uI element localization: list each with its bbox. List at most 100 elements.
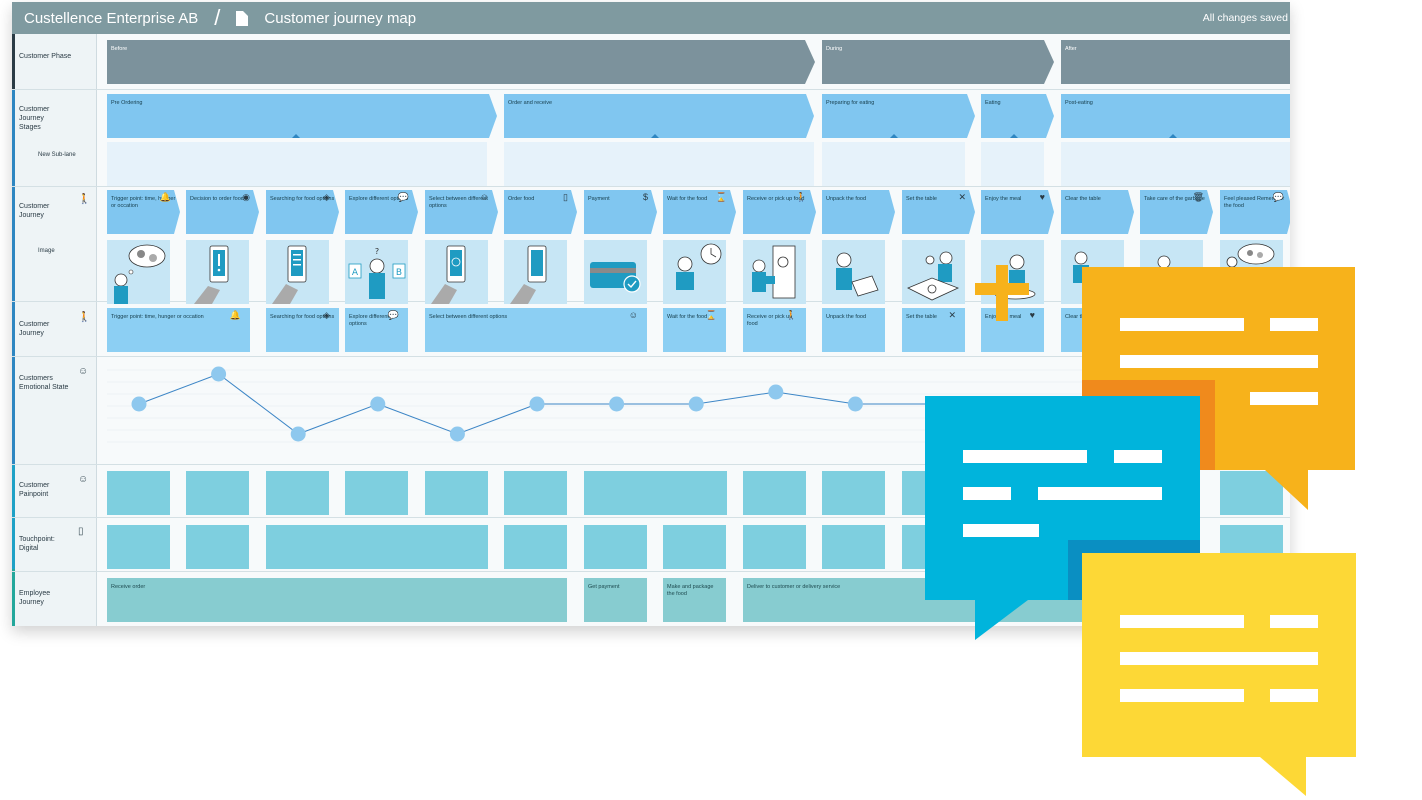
sublane-box[interactable] bbox=[822, 142, 965, 186]
illustration-unpack-food[interactable] bbox=[822, 240, 885, 304]
illustration-garbage[interactable] bbox=[1140, 240, 1203, 304]
journey-card[interactable]: Decision to order food◉ bbox=[186, 190, 259, 234]
company-name[interactable]: Custellence Enterprise AB bbox=[24, 9, 199, 27]
painpoint-card[interactable] bbox=[186, 471, 249, 515]
journey-card[interactable]: Select between different options☺ bbox=[425, 190, 498, 234]
journey-card[interactable]: Receive or pick up food🚶 bbox=[743, 190, 816, 234]
touchpoint-card[interactable] bbox=[266, 525, 488, 569]
phase-card[interactable]: During bbox=[822, 40, 1054, 84]
emotion-point[interactable] bbox=[768, 384, 784, 400]
journey2-card[interactable]: Set the table✕ bbox=[902, 308, 965, 352]
touchpoint-card[interactable] bbox=[1220, 525, 1283, 569]
lane-label-touchpoint[interactable]: Touchpoint: Digital bbox=[19, 536, 55, 552]
illustration-enjoy-meal[interactable] bbox=[981, 240, 1044, 304]
illustration-phone-list[interactable] bbox=[266, 240, 329, 304]
emotion-point[interactable] bbox=[847, 396, 863, 412]
illustration-phone-select[interactable] bbox=[425, 240, 488, 304]
emotion-point[interactable] bbox=[449, 426, 465, 442]
touchpoint-card[interactable] bbox=[663, 525, 726, 569]
stage-card[interactable]: Preparing for eating bbox=[822, 94, 975, 138]
journey-card[interactable]: Feel pleased Remember the food💬 bbox=[1220, 190, 1290, 234]
emotion-point[interactable] bbox=[529, 396, 545, 412]
touchpoint-card[interactable] bbox=[743, 525, 806, 569]
emotion-point[interactable] bbox=[211, 366, 227, 382]
painpoint-card[interactable] bbox=[1220, 471, 1283, 515]
painpoint-card[interactable] bbox=[266, 471, 329, 515]
illustration-phone-order[interactable] bbox=[504, 240, 567, 304]
lane-label-sublane[interactable]: New Sub-lane bbox=[38, 152, 76, 158]
sublane-box[interactable] bbox=[981, 142, 1044, 186]
lane-label-phase[interactable]: Customer Phase bbox=[19, 53, 72, 60]
journey-card[interactable]: Take care of the garbage🗑 bbox=[1140, 190, 1213, 234]
painpoint-card[interactable] bbox=[822, 471, 885, 515]
journey-card[interactable]: Clear the table bbox=[1061, 190, 1134, 234]
journey2-card[interactable]: Clear the bbox=[1061, 308, 1124, 352]
lane-label-journey[interactable]: Customer Journey bbox=[19, 203, 50, 219]
sublane-box[interactable] bbox=[504, 142, 814, 186]
phase-card[interactable]: Before bbox=[107, 40, 815, 84]
lane-label-journey-2[interactable]: Customer Journey bbox=[19, 321, 50, 337]
journey2-card[interactable]: Enjoy the meal♥ bbox=[981, 308, 1044, 352]
employee-card[interactable]: Receive order bbox=[107, 578, 567, 622]
journey-card[interactable]: Set the table✕ bbox=[902, 190, 975, 234]
touchpoint-card[interactable] bbox=[504, 525, 567, 569]
employee-card[interactable]: Get payment bbox=[584, 578, 647, 622]
lane-label-painpoint[interactable]: Customer Painpoint bbox=[19, 482, 50, 498]
journey-card[interactable]: Order food▯ bbox=[504, 190, 577, 234]
touchpoint-card[interactable] bbox=[186, 525, 249, 569]
lane-label-stages[interactable]: Customer Journey Stages bbox=[19, 106, 50, 131]
sublane-box[interactable] bbox=[1061, 142, 1290, 186]
emotion-point[interactable] bbox=[609, 396, 625, 412]
illustration-remember-food[interactable] bbox=[1220, 240, 1283, 304]
emotion-point[interactable] bbox=[927, 396, 943, 412]
journey-card[interactable]: Payment$ bbox=[584, 190, 657, 234]
illustration-phone-alert[interactable] bbox=[186, 240, 249, 304]
emotion-point[interactable] bbox=[131, 396, 147, 412]
employee-card[interactable]: Deliver to customer or delivery service bbox=[743, 578, 1183, 622]
painpoint-card[interactable] bbox=[584, 471, 727, 515]
painpoint-card[interactable] bbox=[345, 471, 408, 515]
touchpoint-card[interactable] bbox=[584, 525, 647, 569]
stage-card[interactable]: Pre Ordering bbox=[107, 94, 497, 138]
emotion-point[interactable] bbox=[370, 396, 386, 412]
journey2-card[interactable]: Receive or pick up food🚶 bbox=[743, 308, 806, 352]
stage-card[interactable]: Order and receive bbox=[504, 94, 814, 138]
journey-card[interactable]: Trigger point: time, hunger or occation🔔 bbox=[107, 190, 180, 234]
phase-card[interactable]: After bbox=[1061, 40, 1290, 84]
journey-card[interactable]: Unpack the food bbox=[822, 190, 895, 234]
journey2-card[interactable]: Unpack the food bbox=[822, 308, 885, 352]
sublane-box[interactable] bbox=[107, 142, 487, 186]
painpoint-card[interactable] bbox=[743, 471, 806, 515]
journey-card[interactable]: Wait for the food⌛ bbox=[663, 190, 736, 234]
journey-card[interactable]: Explore different options💬 bbox=[345, 190, 418, 234]
emotion-point[interactable] bbox=[290, 426, 306, 442]
journey-card[interactable]: Searching for food options◈ bbox=[266, 190, 339, 234]
journey2-card[interactable]: Select between different options☺ bbox=[425, 308, 647, 352]
journey2-card[interactable]: Wait for the food⌛ bbox=[663, 308, 726, 352]
painpoint-card[interactable] bbox=[504, 471, 567, 515]
stage-card[interactable]: Post-eating bbox=[1061, 94, 1290, 138]
emotion-point[interactable] bbox=[688, 396, 704, 412]
illustration-door-delivery[interactable] bbox=[743, 240, 806, 304]
map-title[interactable]: Customer journey map bbox=[264, 9, 417, 27]
lane-label-emotion[interactable]: Customers Emotional State bbox=[19, 375, 69, 391]
illustration-thinking-person[interactable] bbox=[107, 240, 170, 304]
journey2-card[interactable]: Explore different options💬 bbox=[345, 308, 408, 352]
painpoint-card[interactable] bbox=[902, 471, 965, 515]
painpoint-card[interactable] bbox=[107, 471, 170, 515]
stage-card[interactable]: Eating bbox=[981, 94, 1054, 138]
illustration-waiting-clock[interactable] bbox=[663, 240, 726, 304]
touchpoint-card[interactable] bbox=[902, 525, 965, 569]
illustration-clear-table[interactable] bbox=[1061, 240, 1124, 304]
illustration-set-table[interactable] bbox=[902, 240, 965, 304]
employee-card[interactable]: Make and package the food bbox=[663, 578, 726, 622]
journey2-card[interactable]: Trigger point: time, hunger or occation🔔 bbox=[107, 308, 250, 352]
journey2-card[interactable]: Searching for food options◈ bbox=[266, 308, 339, 352]
lane-label-image[interactable]: Image bbox=[38, 248, 55, 254]
lane-label-employee[interactable]: Employee Journey bbox=[19, 590, 51, 606]
painpoint-card[interactable] bbox=[425, 471, 488, 515]
journey-card[interactable]: Enjoy the meal♥ bbox=[981, 190, 1054, 234]
illustration-credit-card[interactable] bbox=[584, 240, 647, 304]
touchpoint-card[interactable] bbox=[822, 525, 885, 569]
